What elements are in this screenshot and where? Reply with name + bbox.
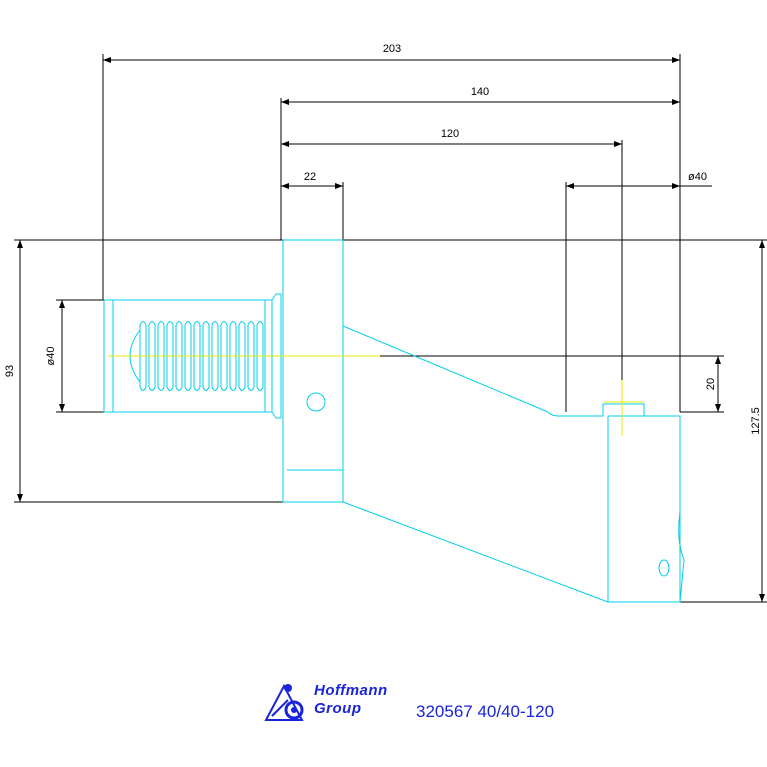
dim-shank-diameter: ø40: [45, 347, 57, 366]
dim-shank-height: 93: [4, 365, 16, 377]
logo-block: Hoffmann Group 320567 40/40-120: [262, 680, 592, 724]
brand-subtitle: Group: [314, 700, 362, 717]
dim-head-diameter: ø40: [688, 171, 707, 183]
dim-center-distance: 120: [441, 128, 459, 140]
part-outline: [103, 239, 685, 603]
brand-name: Hoffmann: [314, 682, 388, 699]
dim-mount-length: 140: [471, 86, 489, 98]
center-lines: [108, 355, 644, 436]
dimension-arrows: [17, 57, 765, 602]
part-number: 320567 40/40-120: [416, 702, 555, 721]
dim-total-height: 127.5: [750, 407, 762, 435]
dimension-lines: [14, 54, 767, 603]
hoffmann-logo-icon: [264, 683, 304, 721]
dim-flange-width: 22: [304, 171, 316, 183]
dim-overall-length: 203: [383, 43, 401, 55]
dim-center-offset: 20: [705, 378, 717, 390]
